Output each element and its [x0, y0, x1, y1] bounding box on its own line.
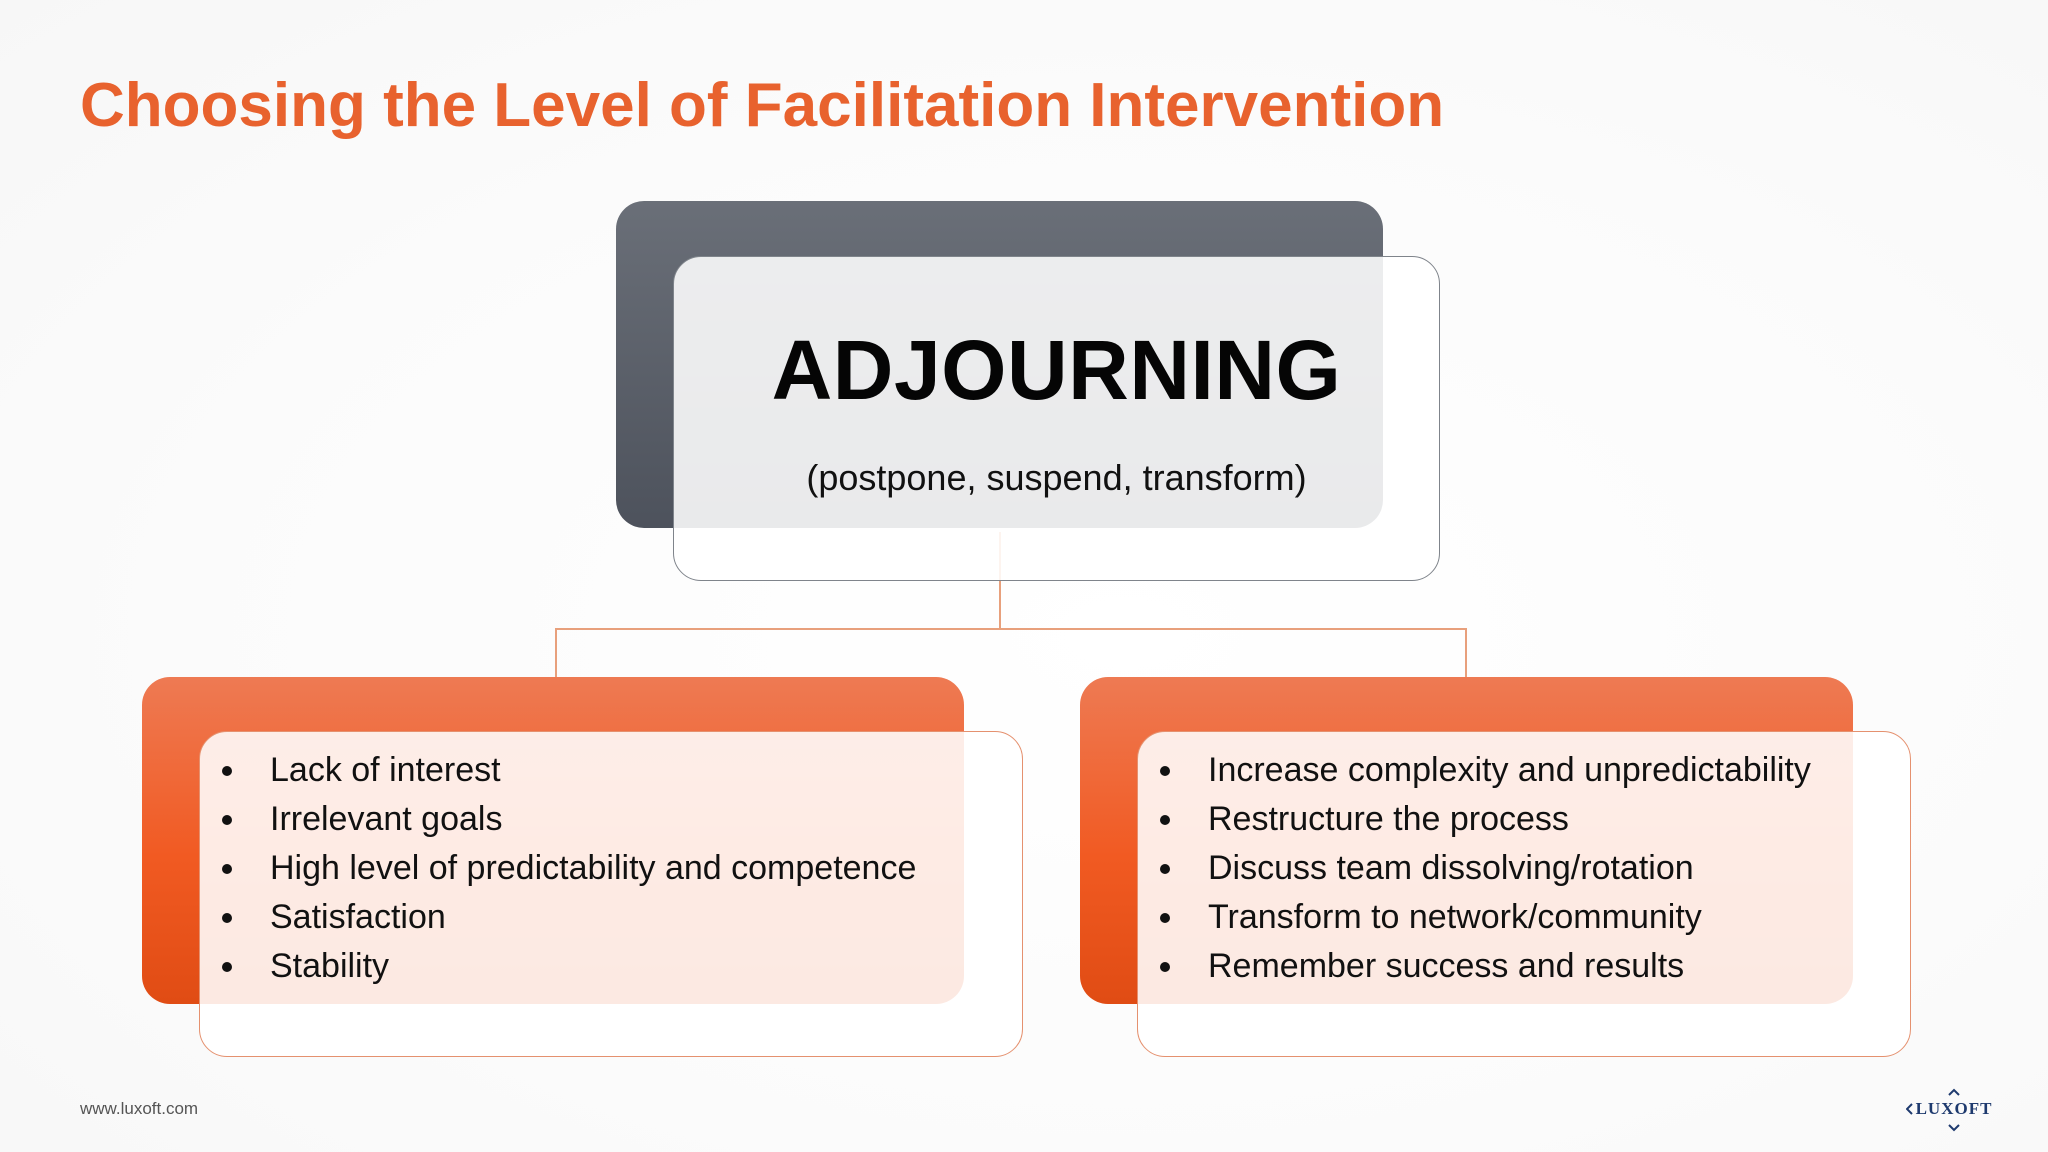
bullet-dot-icon	[1160, 913, 1170, 923]
left-node-bullet-text: Irrelevant goals	[270, 800, 503, 838]
bullet-dot-icon	[222, 766, 232, 776]
bullet-dot-icon	[222, 962, 232, 972]
left-node-bullet-item: Lack of interest	[218, 746, 916, 795]
connector-right-drop	[1465, 628, 1467, 678]
right-node-front-panel	[1137, 731, 1911, 1057]
bullet-dot-icon	[222, 815, 232, 825]
footer-url: www.luxoft.com	[80, 1099, 199, 1118]
right-node-bullet-item: Remember success and results	[1156, 942, 1811, 991]
left-node-bullet-text: Satisfaction	[270, 898, 446, 936]
bullet-dot-icon	[1160, 815, 1170, 825]
left-node-bullet-text: Lack of interest	[270, 751, 501, 789]
bullet-dot-icon	[222, 913, 232, 923]
left-node-bullet-text: Stability	[270, 947, 390, 985]
root-node-front-panel	[673, 256, 1440, 581]
right-node-bullet-text: Restructure the process	[1208, 800, 1569, 838]
luxoft-logo-text: LUXOFT	[1915, 1099, 1993, 1118]
right-node-bullet-text: Discuss team dissolving/rotation	[1208, 849, 1694, 887]
right-node-bullet-item: Transform to network/community	[1156, 893, 1811, 942]
bullet-dot-icon	[1160, 962, 1170, 972]
left-node-bullet-item: Satisfaction	[218, 893, 916, 942]
left-node-bullet-item: Irrelevant goals	[218, 795, 916, 844]
slide-title: Choosing the Level of Facilitation Inter…	[80, 71, 1445, 140]
luxoft-logo: LUXOFT	[1906, 1083, 2002, 1133]
left-node-bullet-item: High level of predictability and compete…	[218, 844, 916, 893]
right-node-bullet-text: Increase complexity and unpredictability	[1208, 751, 1811, 789]
left-node-bullet-list: Lack of interest Irrelevant goals High l…	[218, 746, 916, 991]
left-node-bullet-text: High level of predictability and compete…	[270, 849, 917, 887]
right-node-bullet-list: Increase complexity and unpredictability…	[1156, 746, 1811, 991]
bullet-dot-icon	[1160, 766, 1170, 776]
right-node-bullet-item: Discuss team dissolving/rotation	[1156, 844, 1811, 893]
bullet-dot-icon	[1160, 864, 1170, 874]
connector-horizontal-bar	[555, 628, 1467, 630]
luxoft-logo-chevrons-icon	[1906, 1088, 1960, 1132]
connector-left-drop	[555, 628, 557, 678]
right-node-bullet-text: Transform to network/community	[1208, 898, 1702, 936]
root-node-heading: ADJOURNING	[771, 323, 1342, 417]
root-node-subheading: (postpone, suspend, transform)	[806, 457, 1307, 498]
left-node-front-panel	[199, 731, 1023, 1057]
right-node-bullet-item: Increase complexity and unpredictability	[1156, 746, 1811, 795]
right-node-bullet-item: Restructure the process	[1156, 795, 1811, 844]
right-node-bullet-text: Remember success and results	[1208, 947, 1685, 985]
bullet-dot-icon	[222, 864, 232, 874]
left-node-bullet-item: Stability	[218, 942, 916, 991]
